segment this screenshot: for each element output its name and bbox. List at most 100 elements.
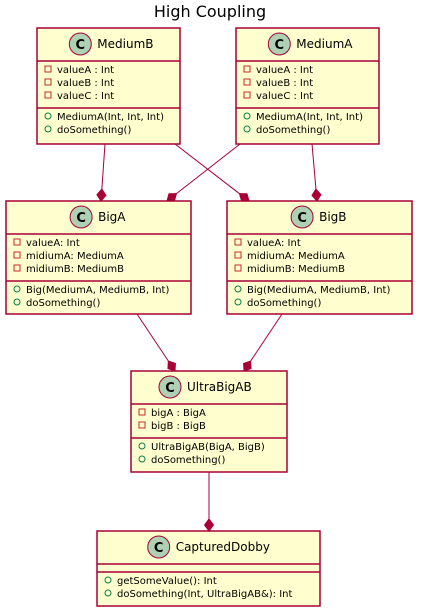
private-marker-icon xyxy=(243,78,251,86)
private-marker-icon xyxy=(13,264,21,272)
private-marker-icon xyxy=(13,238,21,246)
method-text: doSomething(Int, UltraBigAB&): Int xyxy=(117,589,292,600)
method-text: UltraBigAB(BigA, BigB) xyxy=(151,442,265,453)
field-text: midiumA: MediumA xyxy=(247,251,345,262)
public-marker-icon xyxy=(44,125,52,133)
composition-mediumB-bigA xyxy=(96,143,107,202)
composition-diamond-icon xyxy=(243,360,252,372)
method-text: Big(MediumA, MediumB, Int) xyxy=(247,285,390,296)
field-text: midiumB: MediumB xyxy=(26,264,124,275)
method-text: doSomething() xyxy=(57,125,131,136)
composition-diamond-icon xyxy=(238,193,250,202)
public-marker-icon xyxy=(243,112,251,120)
class-name: MediumA xyxy=(296,37,353,51)
field-text: valueB : Int xyxy=(256,78,313,89)
field-text: valueC : Int xyxy=(256,91,313,102)
field-text: midiumB: MediumB xyxy=(247,264,345,275)
field-text: bigA : BigA xyxy=(151,408,206,419)
class-stereotype-glyph: C xyxy=(154,541,164,556)
private-marker-icon xyxy=(234,251,242,259)
field-text: valueC : Int xyxy=(57,91,114,102)
composition-mediumB-bigB xyxy=(174,143,250,202)
class-stereotype-icon xyxy=(69,205,93,229)
class-name: MediumB xyxy=(97,37,153,51)
private-marker-icon xyxy=(243,91,251,99)
composition-ultra-dobby xyxy=(203,472,215,532)
class-box xyxy=(96,530,321,607)
relation-line xyxy=(174,143,240,195)
field-text: valueA: Int xyxy=(247,238,301,249)
private-marker-icon xyxy=(44,91,52,99)
class-stereotype-icon xyxy=(290,205,314,229)
class-box xyxy=(226,200,413,315)
class-name: BigA xyxy=(98,210,126,224)
public-marker-icon xyxy=(138,455,146,463)
method-text: doSomething() xyxy=(247,298,321,309)
public-marker-icon xyxy=(243,125,251,133)
relation-line xyxy=(101,143,106,190)
field-text: valueA : Int xyxy=(57,65,114,76)
relation-line xyxy=(176,143,241,195)
method-text: MediumA(Int, Int, Int) xyxy=(57,112,164,123)
class-stereotype-icon xyxy=(68,32,92,56)
relation-line xyxy=(311,143,317,190)
composition-bigB-ultra xyxy=(243,313,283,372)
composition-bigA-ultra xyxy=(136,313,176,372)
private-marker-icon xyxy=(138,421,146,429)
class-stereotype-icon xyxy=(158,375,182,399)
class-ultra: C UltraBigAB bigA : BigA bigB : BigB UltraBi… xyxy=(130,370,288,473)
public-marker-icon xyxy=(13,298,21,306)
relation-line xyxy=(136,313,169,362)
method-text: doSomething() xyxy=(151,455,225,466)
private-marker-icon xyxy=(44,65,52,73)
public-marker-icon xyxy=(138,442,146,450)
private-marker-icon xyxy=(13,251,21,259)
composition-diamond-icon xyxy=(203,518,215,532)
composition-diamond-icon xyxy=(311,188,322,202)
class-stereotype-icon xyxy=(267,32,291,56)
public-marker-icon xyxy=(234,285,242,293)
method-text: doSomething() xyxy=(26,298,100,309)
class-stereotype-glyph: C xyxy=(76,38,86,53)
class-mediumB: C MediumB valueA : Int valueB : Int valueC :… xyxy=(36,27,181,145)
class-bigB: C BigB valueA: Int midiumA: MediumA midiumB:… xyxy=(226,200,413,315)
class-name: BigB xyxy=(319,210,346,224)
class-box xyxy=(5,200,192,315)
class-name: CapturedDobby xyxy=(176,540,270,554)
class-stereotype-glyph: C xyxy=(297,211,307,226)
composition-diamond-icon xyxy=(96,188,107,202)
private-marker-icon xyxy=(243,65,251,73)
field-text: valueA : Int xyxy=(256,65,313,76)
public-marker-icon xyxy=(13,285,21,293)
field-text: midiumA: MediumA xyxy=(26,251,124,262)
method-text: doSomething() xyxy=(256,125,330,136)
private-marker-icon xyxy=(234,264,242,272)
composition-mediumA-bigB xyxy=(311,143,322,202)
class-box xyxy=(36,27,181,145)
class-box xyxy=(235,27,380,145)
composition-mediumA-bigA xyxy=(166,143,241,202)
field-text: bigB : BigB xyxy=(151,421,206,432)
class-stereotype-glyph: C xyxy=(165,381,175,396)
composition-diamond-icon xyxy=(166,193,178,202)
composition-diamond-icon xyxy=(167,360,176,372)
public-marker-icon xyxy=(104,589,112,597)
classes-layer: C MediumB valueA : Int valueB : Int valueC :… xyxy=(5,27,413,607)
relation-line xyxy=(250,313,283,362)
class-stereotype-glyph: C xyxy=(76,211,86,226)
method-text: MediumA(Int, Int, Int) xyxy=(256,112,363,123)
class-stereotype-icon xyxy=(147,535,171,559)
private-marker-icon xyxy=(234,238,242,246)
public-marker-icon xyxy=(104,576,112,584)
private-marker-icon xyxy=(138,408,146,416)
private-marker-icon xyxy=(44,78,52,86)
field-text: valueB : Int xyxy=(57,78,114,89)
public-marker-icon xyxy=(44,112,52,120)
relations-layer xyxy=(96,143,322,532)
class-name: UltraBigAB xyxy=(187,380,252,394)
method-text: Big(MediumA, MediumB, Int) xyxy=(26,285,169,296)
